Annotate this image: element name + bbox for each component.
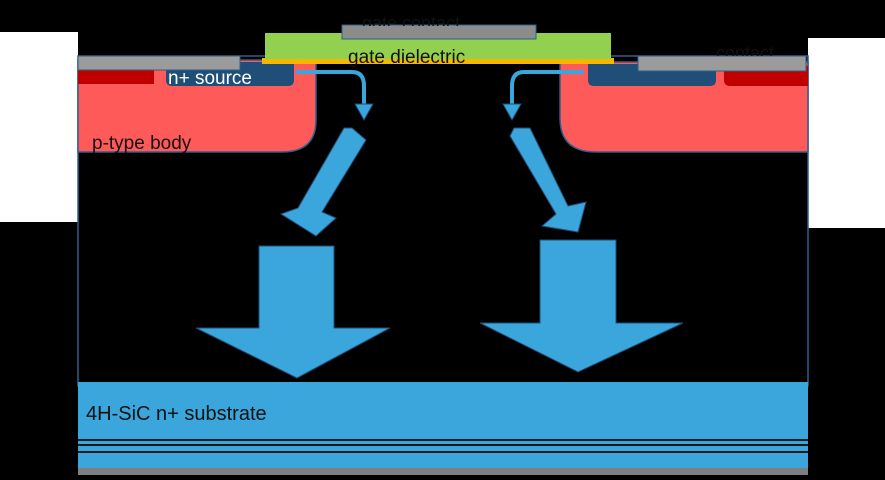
source-contact-right — [637, 55, 807, 72]
drain-contact — [78, 468, 808, 475]
left-white-panel — [0, 32, 78, 222]
p-body-label: p-type body — [92, 133, 192, 154]
source-contact-right-label: contact — [716, 44, 775, 56]
current-flow-arrow-diag-right — [509, 127, 587, 233]
substrate-label: 4H-SiC n+ substrate — [86, 403, 267, 425]
substrate — [78, 382, 808, 475]
current-flow-arrow-down-left — [195, 245, 391, 379]
channel-turn-arrowhead-right — [502, 103, 522, 122]
channel-turn-arrowhead-left — [354, 103, 374, 122]
current-flow-arrow-down-right — [479, 239, 684, 373]
n-source-label: n+ source — [168, 68, 252, 89]
source-contact-left — [77, 55, 241, 71]
current-flow-arrow-diag-left — [279, 127, 367, 237]
gate-contact — [341, 24, 537, 40]
channel-turn-arrow-right — [510, 70, 584, 106]
channel-turn-arrow-left — [296, 70, 366, 106]
gate-oxide-strip — [262, 58, 614, 64]
gate-contact-label: gate contact — [362, 14, 461, 26]
right-white-panel — [808, 38, 885, 228]
gate-dielectric-label: gate dielectric — [348, 47, 466, 68]
p-plus-left — [78, 68, 154, 84]
